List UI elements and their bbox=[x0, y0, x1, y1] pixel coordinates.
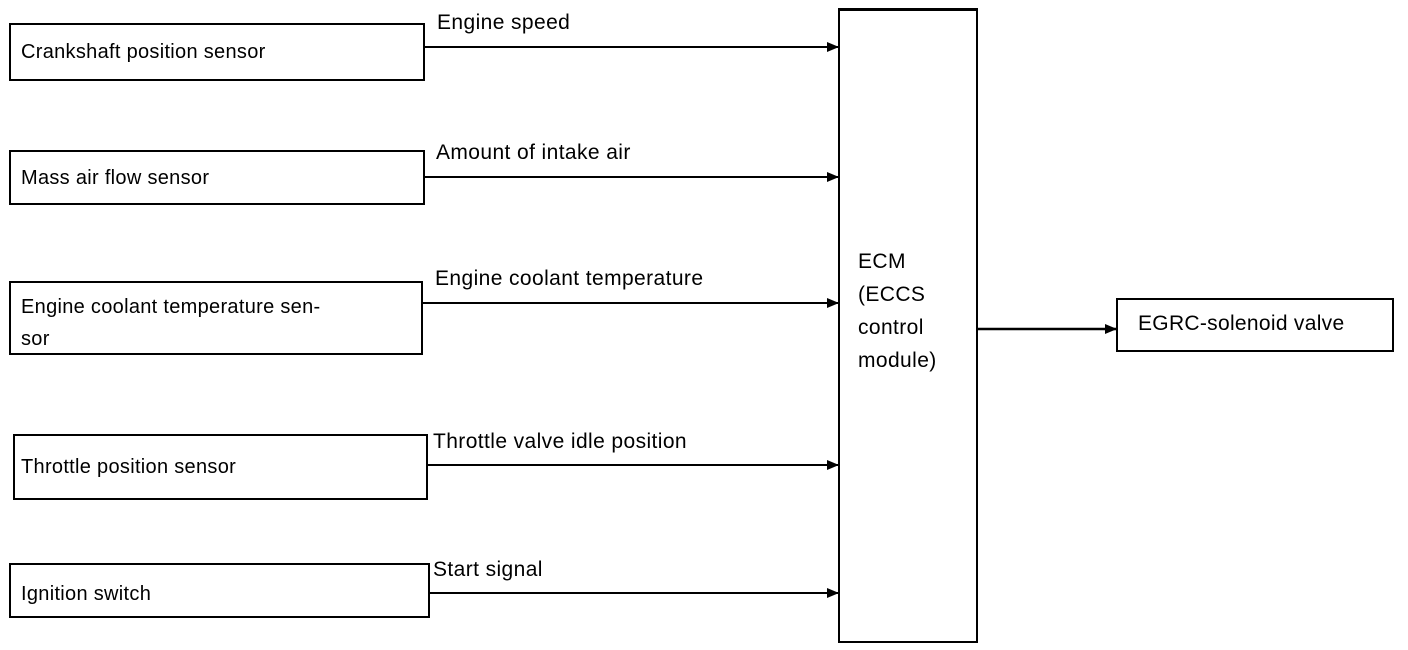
ignition-switch-label: Ignition switch bbox=[21, 583, 152, 605]
throttle-position-sensor-label: Throttle position sensor bbox=[21, 456, 237, 478]
signal-engine-speed: Engine speed bbox=[437, 11, 571, 34]
egrc-solenoid-valve-label: EGRC-solenoid valve bbox=[1138, 312, 1345, 335]
signal-engine-coolant-temperature: Engine coolant temperature bbox=[435, 267, 704, 290]
ecm-label: ECM (ECCS control module) bbox=[858, 250, 937, 372]
mass-air-flow-sensor-box: Mass air flow sensor bbox=[9, 150, 425, 205]
signal-start-signal: Start signal bbox=[433, 558, 543, 581]
engine-coolant-temperature-sensor-box: Engine coolant temperature sen- sor bbox=[9, 281, 423, 355]
signal-throttle-valve-idle-position: Throttle valve idle position bbox=[433, 430, 687, 453]
crankshaft-position-sensor-box: Crankshaft position sensor bbox=[9, 23, 425, 81]
throttle-position-sensor-box: Throttle position sensor bbox=[13, 434, 428, 500]
ignition-switch-box: Ignition switch bbox=[9, 563, 430, 618]
egrc-solenoid-valve-box: EGRC-solenoid valve bbox=[1116, 298, 1394, 352]
signal-amount-of-intake-air: Amount of intake air bbox=[436, 141, 631, 164]
engine-coolant-temperature-sensor-label: Engine coolant temperature sen- sor bbox=[21, 296, 321, 350]
mass-air-flow-sensor-label: Mass air flow sensor bbox=[21, 167, 210, 189]
ecm-box: ECM (ECCS control module) bbox=[838, 8, 978, 643]
crankshaft-position-sensor-label: Crankshaft position sensor bbox=[21, 41, 266, 63]
